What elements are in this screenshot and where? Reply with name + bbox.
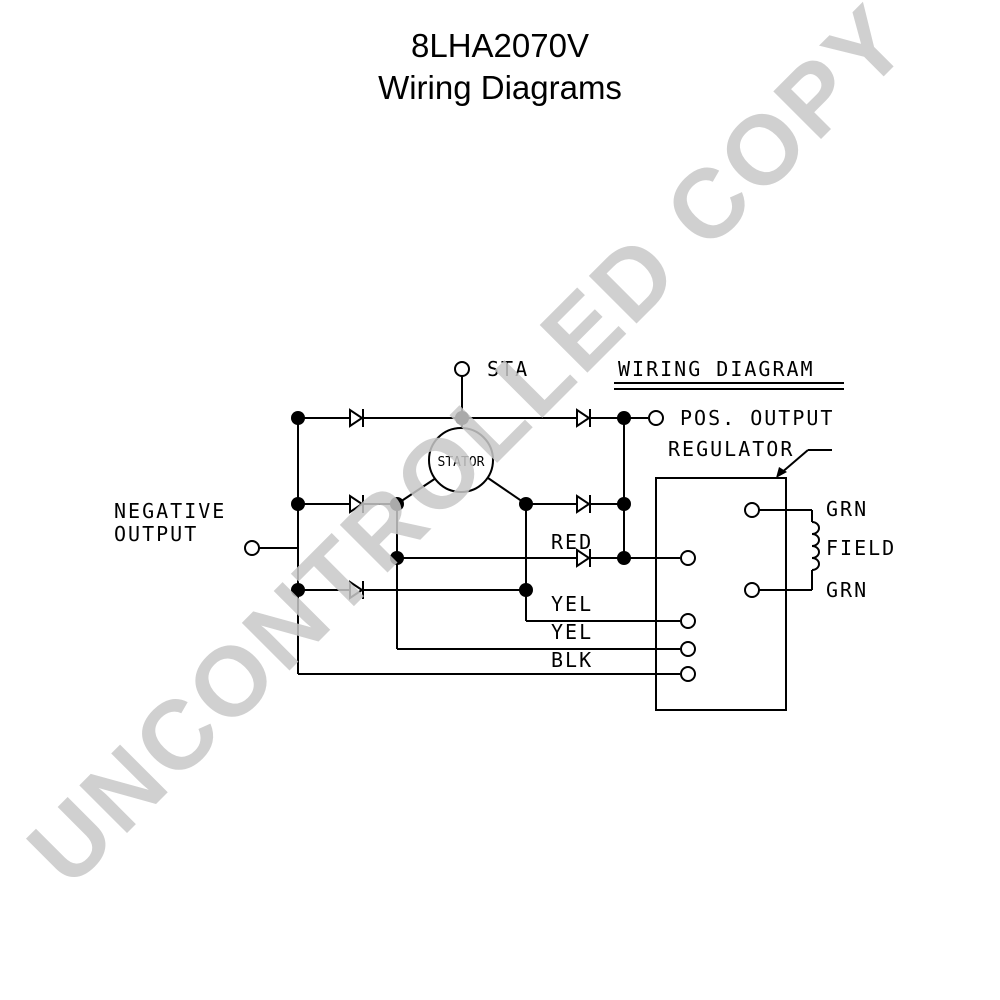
grn-bottom-label: GRN [826, 578, 868, 602]
junction-dot [291, 583, 305, 597]
red-wire-label: RED [551, 530, 593, 554]
junction-dot [617, 497, 631, 511]
diode-red-line [576, 548, 591, 568]
regulator-box [655, 477, 787, 711]
field-label: FIELD [826, 536, 896, 560]
diode-middle-left [349, 494, 364, 514]
diode-top-right [576, 408, 591, 428]
diagram-heading: WIRING DIAGRAM [618, 357, 815, 381]
regulator-pointer-arrowhead [776, 467, 787, 478]
negative-output-terminal [244, 540, 260, 556]
junction-dot [455, 411, 469, 425]
regulator-terminal-red [680, 550, 696, 566]
grn-top-label: GRN [826, 497, 868, 521]
regulator-terminal-yel-1 [680, 613, 696, 629]
diodes [349, 408, 591, 600]
junction-dot [291, 497, 305, 511]
junction-dot [390, 497, 404, 511]
regulator-label: REGULATOR [668, 437, 794, 461]
junction-dot [519, 583, 533, 597]
sta-label: STA [487, 357, 529, 381]
junction-dot [617, 551, 631, 565]
regulator-terminal-blk [680, 666, 696, 682]
field-coil [759, 509, 820, 591]
field-terminal-top [744, 502, 760, 518]
junction-dot [390, 551, 404, 565]
stator-left-lead [396, 477, 437, 505]
field-terminal-bottom [744, 582, 760, 598]
yel-wire-label-1: YEL [551, 592, 593, 616]
diode-top-left [349, 408, 364, 428]
junction-dot [519, 497, 533, 511]
junction-dot [617, 411, 631, 425]
page-subtitle: Wiring Diagrams [378, 69, 622, 106]
junction-dot [291, 411, 305, 425]
regulator-pointer [779, 449, 809, 475]
terminals [244, 361, 664, 556]
stator-symbol [428, 427, 494, 493]
yel-wire-label-2: YEL [551, 620, 593, 644]
regulator-terminals [680, 502, 760, 682]
sta-terminal [454, 361, 470, 377]
stator-label: STATOR [438, 455, 485, 470]
negative-output-label-line1: NEGATIVE [114, 499, 226, 523]
regulator-terminal-yel-2 [680, 641, 696, 657]
pos-output-label: POS. OUTPUT [680, 406, 834, 430]
diode-middle-right [576, 494, 591, 514]
page-title: 8LHA2070V [411, 27, 589, 64]
blk-wire-label: BLK [551, 648, 593, 672]
diode-bottom-left [349, 580, 364, 600]
junction-dots [291, 411, 631, 597]
stator-right-lead [487, 477, 527, 505]
negative-output-label-line2: OUTPUT [114, 522, 198, 546]
pos-output-terminal [648, 410, 664, 426]
